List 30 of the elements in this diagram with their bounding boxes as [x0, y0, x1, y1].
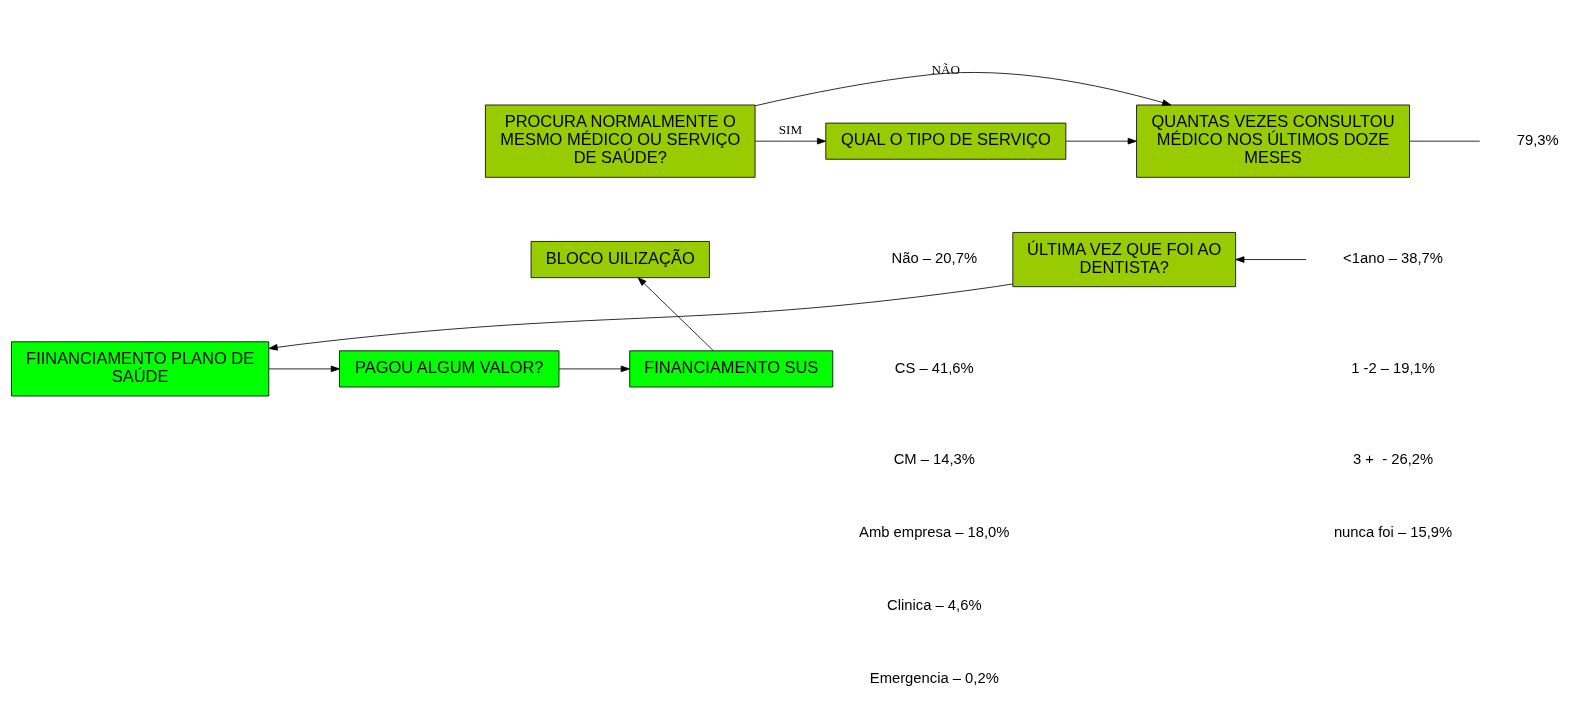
node-box: PROCURA NORMALMENTE O MESMO MÉDICO OU SERVIÇO DE SAÚDE?: [485, 104, 756, 178]
arrow: [268, 283, 1014, 351]
node-box: QUAL O TIPO DE SERVIÇO: [825, 122, 1067, 160]
arrow: [755, 72, 1172, 107]
label: CM – 14,3%: [893, 450, 975, 467]
label: Amb empresa – 18,0%: [859, 523, 1010, 540]
edge-label: SIM: [778, 122, 803, 138]
label: <1ano – 38,7%: [1343, 250, 1443, 267]
arrow: [558, 365, 630, 373]
node-box: BLOCO UILIZAÇÃO: [530, 241, 710, 279]
node-box: QUANTAS VEZES CONSULTOU MÉDICO NOS ÚLTIMOS DOZE MESES: [1136, 104, 1410, 178]
label: 1 -2 – 19,1%: [1351, 359, 1435, 376]
connector: [1409, 140, 1481, 142]
label: nunca foi – 15,9%: [1333, 523, 1453, 540]
arrow: [268, 365, 340, 373]
node-box: ÚLTIMA VEZ QUE FOI AO DENTISTA?: [1012, 232, 1237, 288]
arrow: [637, 277, 714, 351]
label: Emergencia – 0,2%: [869, 670, 999, 687]
node-box: PAGOU ALGUM VALOR?: [339, 350, 560, 388]
label: 3 + - 26,2%: [1353, 450, 1434, 467]
node-box: FINANCIAMENTO SUS: [629, 350, 834, 388]
label: CS – 41,6%: [894, 359, 974, 376]
label: 79,3%: [1516, 131, 1559, 148]
edge-label: NÃO: [931, 61, 961, 77]
arrow: [1235, 256, 1307, 263]
label: Clinica – 4,6%: [887, 597, 982, 614]
label: Não – 20,7%: [891, 250, 978, 267]
arrow: [754, 137, 827, 145]
node-box: FIINANCIAMENTO PLANO DE SAÚDE: [11, 341, 270, 397]
arrow: [1065, 137, 1137, 145]
